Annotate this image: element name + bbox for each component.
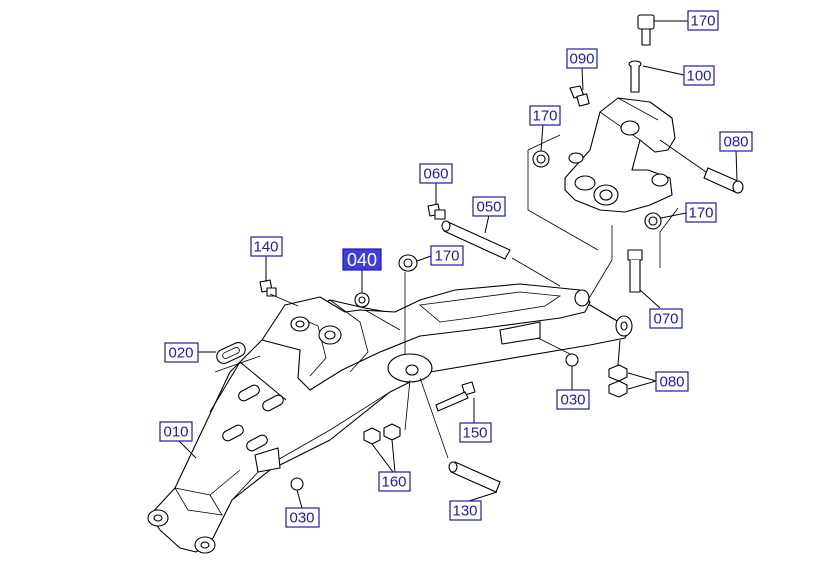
callout-110[interactable]: 100 [683,65,715,86]
callout-label: 090 [569,51,594,68]
callout-010[interactable]: 010 [159,421,193,442]
callout-label: 070 [653,311,678,328]
callout-080[interactable]: 080 [655,371,689,392]
callout-label: 160 [381,474,406,491]
cap-030-bottom [290,477,304,491]
callout-label: 080 [659,374,684,391]
callout-150[interactable]: 150 [459,422,492,443]
callout-120[interactable]: 170 [687,10,719,31]
nuts-080 [608,364,628,398]
nuts-160 [363,423,401,445]
callout-070[interactable]: 070 [649,308,683,329]
bolt-120 [637,14,655,46]
callout-050[interactable]: 050 [472,196,506,217]
leader-lines [175,20,738,509]
callout-label: 150 [462,425,487,442]
callout-label: 030 [289,510,314,527]
bolt-070 [627,249,643,293]
callout-130[interactable]: 130 [449,500,482,521]
callout-label: 100 [686,68,711,85]
callout-label: 020 [168,345,193,362]
callout-label: 060 [423,166,448,183]
grease-nipple-060 [427,203,446,220]
callout-label: 030 [560,392,585,409]
grease-nipple-140 [259,279,277,297]
callout-170-mid[interactable]: 170 [430,245,464,266]
callout-label: 170 [690,13,715,30]
callout-170-right[interactable]: 170 [685,202,717,223]
pin-130 [448,461,501,493]
callout-060[interactable]: 060 [419,163,453,184]
callout-020[interactable]: 020 [164,342,199,363]
callout-170-top[interactable]: 170 [529,105,561,126]
callout-label: 010 [163,424,188,441]
callout-label: 080 [723,134,748,151]
grease-nipple-100 [569,85,590,107]
callout-100[interactable]: 090 [566,48,598,69]
callout-label: 170 [532,108,557,125]
callout-140[interactable]: 140 [250,236,283,257]
grease-nipple-040 [354,292,370,308]
pin-110 [628,60,642,93]
callout-160[interactable]: 160 [378,471,411,492]
callout-label: 140 [253,239,278,256]
callout-090[interactable]: 080 [719,131,753,152]
pin-090 [703,167,744,194]
rubber-pad-020 [216,342,246,364]
callout-030-bottom[interactable]: 030 [285,507,320,528]
callout-030-right[interactable]: 030 [556,389,590,410]
pin-050 [441,220,511,260]
cap-030-right [565,353,579,367]
callout-040[interactable]: 040 [342,248,382,271]
callout-label: 050 [476,199,501,216]
bolt-150 [435,381,476,412]
callout-label: 130 [452,503,477,520]
callout-label: 170 [434,248,459,265]
callout-label: 170 [688,205,713,222]
swing-bracket [527,97,679,268]
callout-label: 040 [347,250,377,270]
